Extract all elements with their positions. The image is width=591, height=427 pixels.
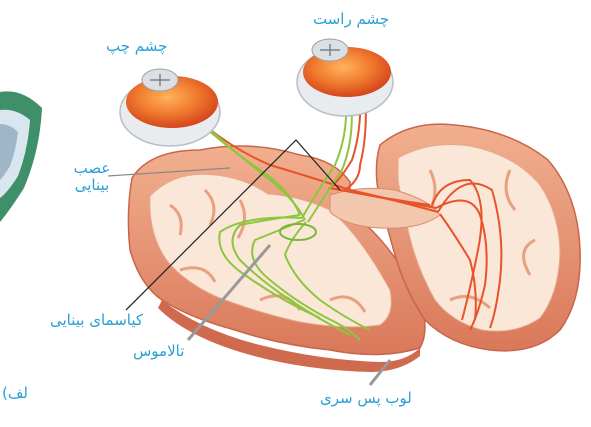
label-thalamus: تالاموس [133, 343, 184, 360]
label-optic-chiasm: کیاسمای بینایی [50, 312, 143, 329]
figure-tag: لف) [2, 385, 28, 402]
label-left-eye: چشم چپ [106, 38, 167, 55]
left-eye-icon [120, 69, 220, 146]
label-optic-nerve: عصب بینایی [70, 160, 114, 195]
right-eye-icon [297, 39, 393, 116]
label-occipital-lobe: لوب پس سری [320, 390, 412, 407]
label-optic-nerve-line1: عصب [70, 160, 114, 177]
device-edge-illustration [0, 91, 42, 222]
label-optic-nerve-line2: بینایی [70, 177, 114, 194]
label-right-eye: چشم راست [313, 11, 389, 28]
